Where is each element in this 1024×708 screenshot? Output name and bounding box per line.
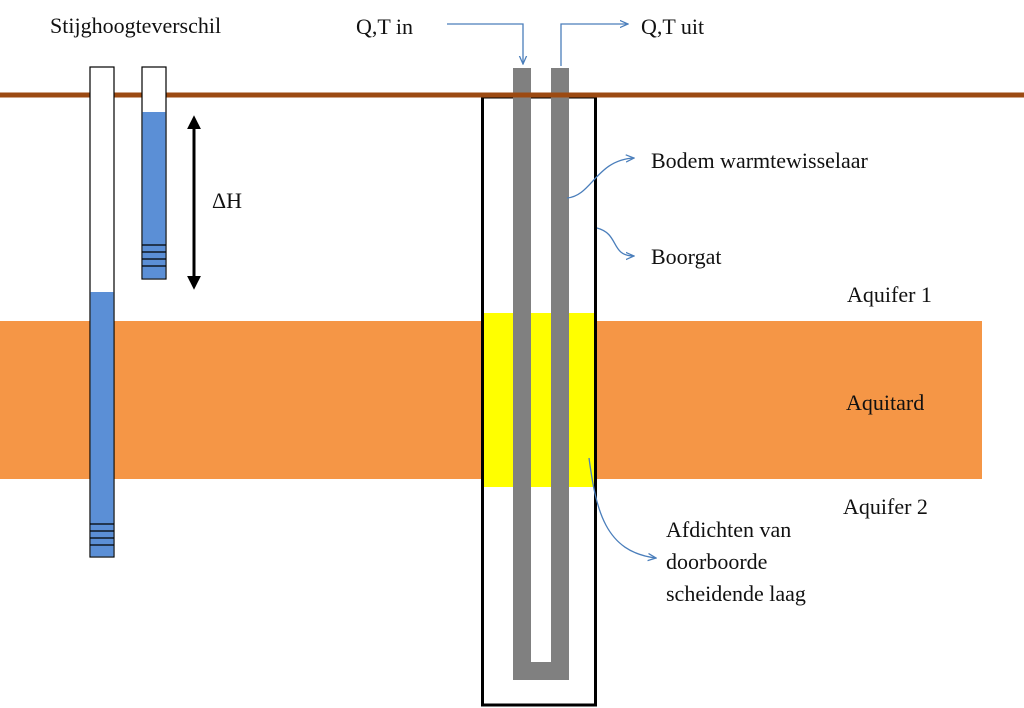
- piezometer-deep-screen: [90, 523, 114, 546]
- aquifer2-label: Aquifer 2: [843, 494, 928, 519]
- delta-h-label: ΔH: [212, 188, 242, 213]
- seal-leader: [588, 457, 656, 558]
- u-tube-heat-exchanger: [513, 68, 569, 680]
- seal-label-line1: Afdichten van: [666, 517, 791, 542]
- aquitard-seal: [482, 313, 596, 487]
- flow-in-label: Q,T in: [356, 14, 413, 39]
- seal-label-line2: doorboorde: [666, 549, 767, 574]
- aquifer1-label: Aquifer 1: [847, 282, 932, 307]
- heat-exchanger-leader: [566, 158, 634, 199]
- borehole-leader: [596, 227, 634, 256]
- flow-out-label: Q,T uit: [641, 14, 704, 39]
- piezometer-deep: [89, 66, 115, 558]
- piezometer-shallow-screen: [142, 244, 166, 267]
- seal-label-line3: scheidende laag: [666, 581, 806, 606]
- heat-exchanger-label: Bodem warmtewisselaar: [651, 148, 869, 173]
- aquitard-label: Aquitard: [846, 390, 924, 415]
- flow-in-arrow: [447, 23, 523, 64]
- piezometer-shallow: [141, 66, 167, 280]
- flow-out-arrow: [560, 24, 628, 66]
- piezometer-title: Stijghoogteverschil: [50, 13, 221, 38]
- borehole-label: Boorgat: [651, 244, 721, 269]
